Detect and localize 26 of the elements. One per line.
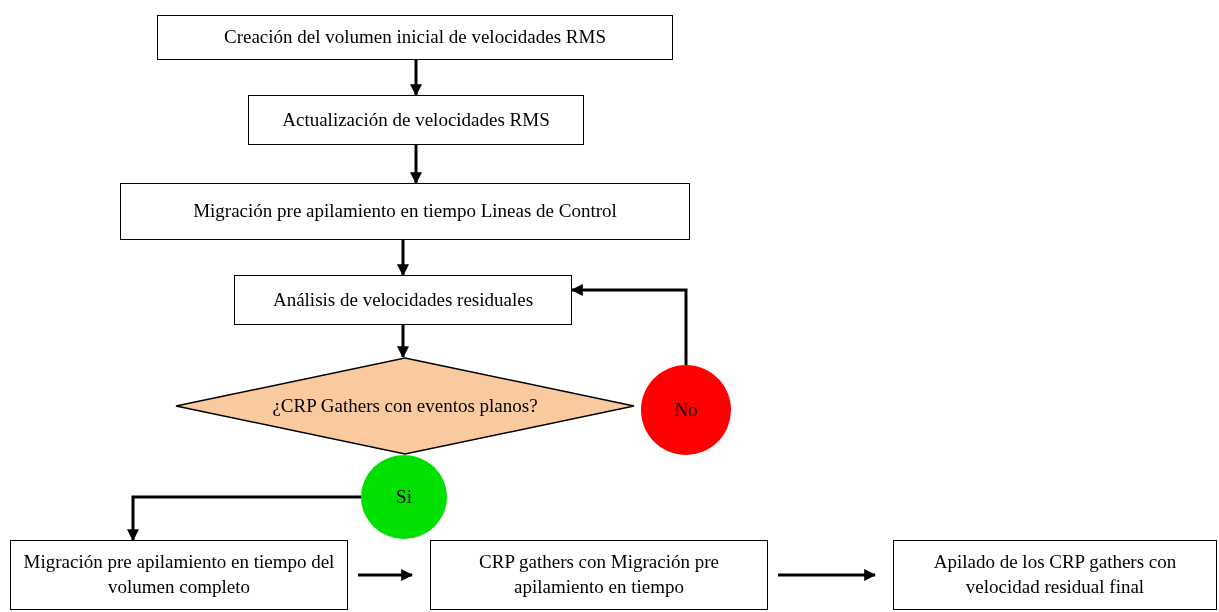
process-box — [120, 183, 690, 240]
process-box — [10, 540, 348, 610]
node-label: Análisis de velocidades residuales — [272, 287, 534, 312]
arrow — [410, 145, 422, 185]
node-label: CRP gathers con Migración pre apilamiento en tiempo — [478, 550, 720, 599]
node-label: Actualización de velocidades RMS — [282, 107, 550, 132]
arrow — [570, 284, 688, 365]
arrow — [358, 569, 414, 581]
node-label: Migración pre apilamiento en tiempo del volumen completo — [22, 550, 336, 599]
arrow — [778, 569, 877, 581]
node-label: Apilado de los CRP gathers con velocidad residual final — [932, 550, 1178, 599]
process-box — [893, 540, 1217, 610]
node-label: Si — [396, 484, 412, 509]
arrow — [397, 240, 409, 277]
node-label: Migración pre apilamiento en tiempo Lineas de Control — [193, 199, 617, 224]
process-box — [248, 95, 584, 145]
node-label: No — [674, 397, 698, 422]
process-box — [430, 540, 768, 610]
node-label: ¿CRP Gathers con eventos planos? — [272, 393, 538, 418]
decision-diamond — [175, 357, 635, 455]
arrow — [410, 60, 422, 97]
node-label: Creación del volumen inicial de velocidades RMS — [224, 25, 606, 50]
arrow — [397, 325, 409, 359]
arrow — [127, 495, 361, 542]
process-box — [234, 275, 572, 325]
process-box — [157, 15, 673, 60]
